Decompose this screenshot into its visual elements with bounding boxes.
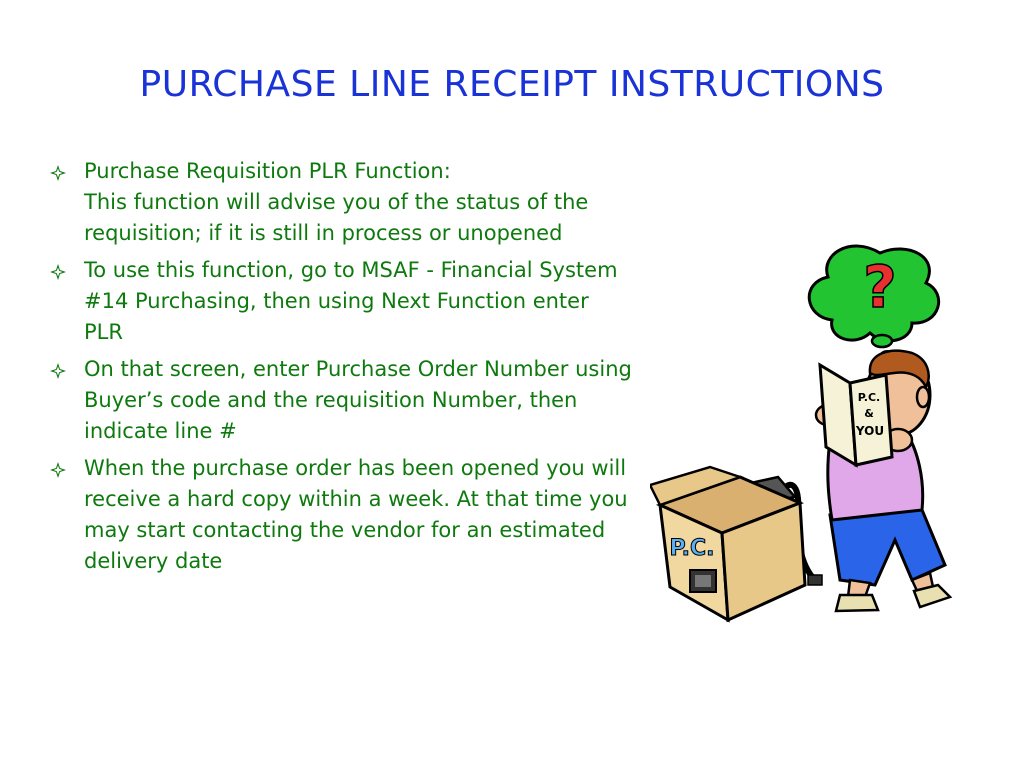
bullet-item: Purchase Requisition PLR Function: This … [44, 156, 634, 249]
bullet-text: On that screen, enter Purchase Order Num… [84, 357, 632, 443]
person-reading-pc-manual-illustration: ? P.C. & [650, 244, 953, 623]
svg-text:YOU: YOU [855, 424, 884, 438]
diamond-star-icon [50, 264, 66, 280]
svg-text:&: & [864, 407, 874, 420]
diamond-star-icon [50, 363, 66, 379]
bullet-text: Purchase Requisition PLR Function: This … [84, 159, 589, 245]
question-mark: ? [863, 253, 897, 321]
svg-text:P.C.: P.C. [858, 391, 880, 404]
book: P.C. & YOU [818, 362, 894, 468]
bullet-text: When the purchase order has been opened … [84, 456, 628, 573]
bullet-item: On that screen, enter Purchase Order Num… [44, 354, 634, 447]
bullet-text: To use this function, go to MSAF - Finan… [84, 258, 618, 344]
diamond-star-icon [50, 462, 66, 478]
slide-title: PURCHASE LINE RECEIPT INSTRUCTIONS [139, 64, 885, 105]
bullet-item: To use this function, go to MSAF - Finan… [44, 255, 634, 348]
box-label: P.C. [670, 536, 715, 561]
bullet-item: When the purchase order has been opened … [44, 453, 634, 577]
bullet-list: Purchase Requisition PLR Function: This … [44, 156, 634, 583]
diamond-star-icon [50, 165, 66, 181]
thought-bubble: ? [807, 244, 941, 360]
pc-box: P.C. [650, 465, 823, 623]
